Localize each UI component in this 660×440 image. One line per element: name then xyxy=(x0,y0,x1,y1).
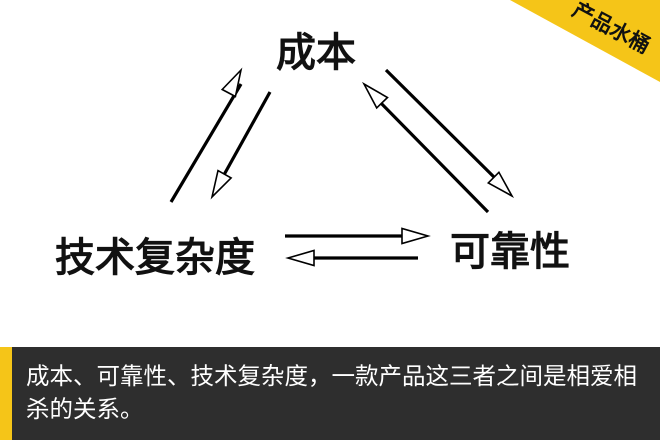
node-cost: 成本 xyxy=(276,30,356,76)
caption-box: 成本、可靠性、技术复杂度，一款产品这三者之间是相爱相杀的关系。 xyxy=(0,347,660,440)
caption-accent-bar xyxy=(0,347,12,440)
arrow-complexity-to-reliability xyxy=(285,227,431,245)
arrows-group xyxy=(169,67,515,267)
arrow-reliability-to-cost xyxy=(361,81,490,214)
caption-text: 成本、可靠性、技术复杂度，一款产品这三者之间是相爱相杀的关系。 xyxy=(26,362,637,423)
node-reliability: 可靠性 xyxy=(450,229,570,275)
arrow-complexity-to-cost xyxy=(169,67,243,203)
node-technical-complexity: 技术复杂度 xyxy=(55,235,255,281)
arrow-cost-to-complexity xyxy=(210,91,272,200)
corner-badge-shape xyxy=(510,0,660,82)
arrow-reliability-to-complexity xyxy=(285,249,418,267)
arrow-cost-to-reliability xyxy=(384,68,515,199)
corner-badge: 产品水桶 xyxy=(510,0,660,82)
